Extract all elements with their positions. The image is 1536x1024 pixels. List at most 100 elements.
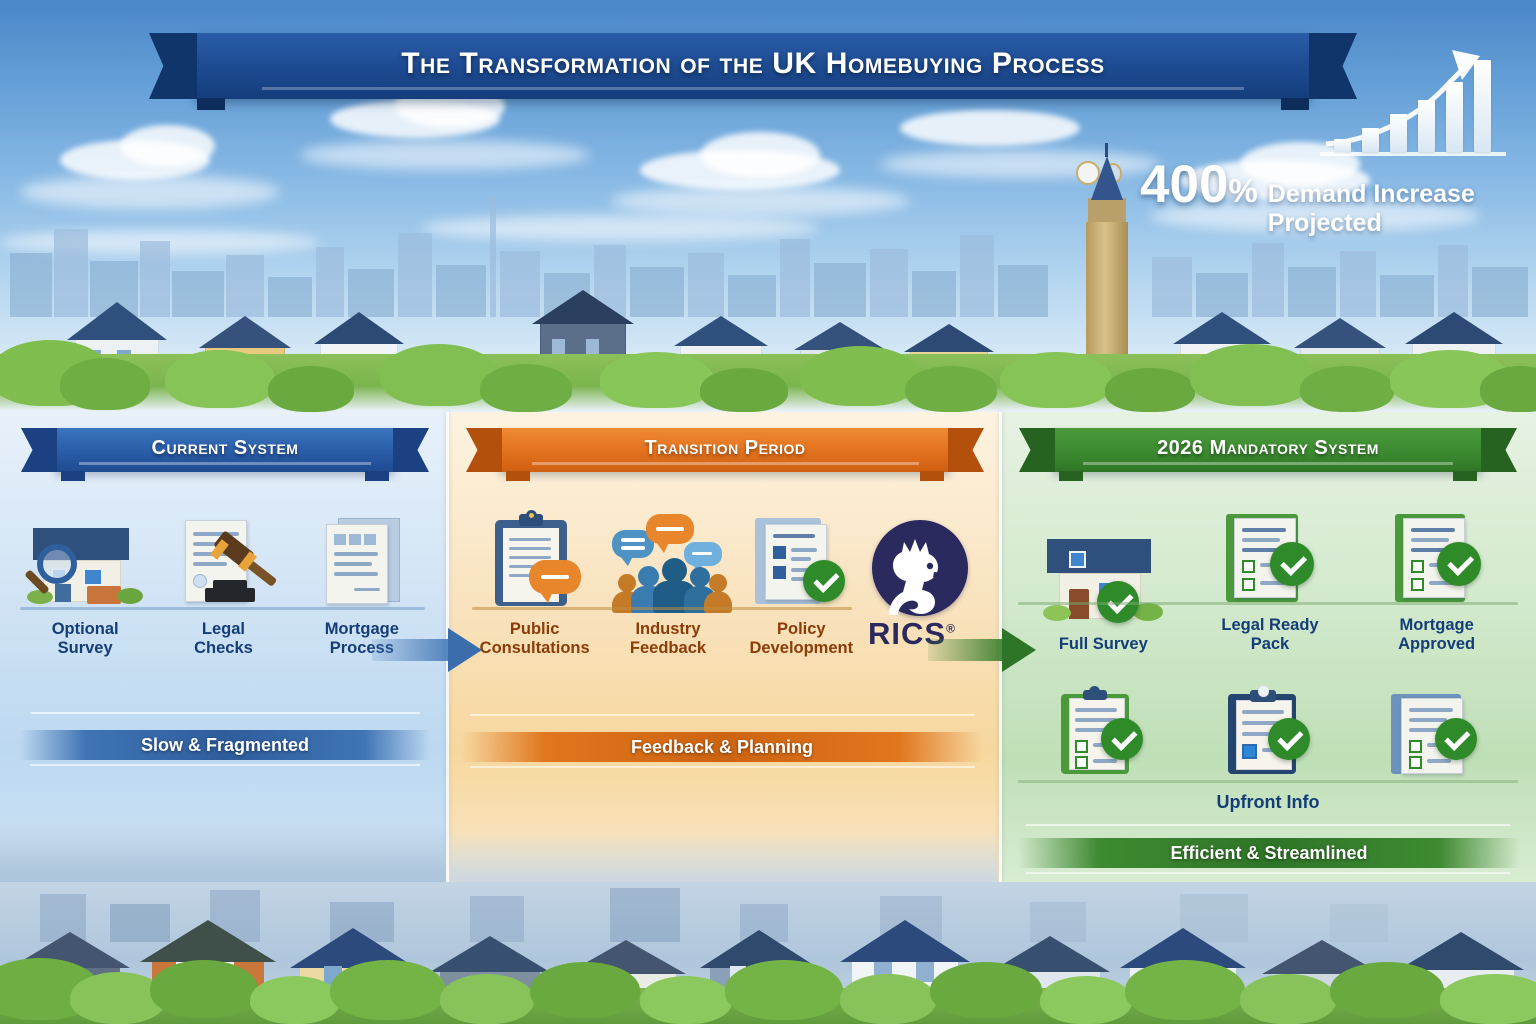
ribbon-foot-right [1281, 98, 1309, 110]
step-label: Mortgage Approved [1398, 616, 1475, 654]
step-legal-ready-pack[interactable]: Legal Ready Pack [1205, 508, 1335, 654]
stat-number: 400% [1140, 158, 1258, 211]
step-documents-check[interactable] [1372, 690, 1502, 776]
banner-transition-period: Transition Period [466, 428, 984, 481]
step-label-line1: Optional [51, 620, 119, 638]
rics-logo: RICS® [862, 520, 982, 651]
check-icon [803, 560, 846, 602]
footer-housing-scene [0, 882, 1536, 1024]
status-label: Efficient & Streamlined [1170, 842, 1368, 863]
rics-lion-crest-icon [872, 520, 968, 616]
step-clipboard-blue[interactable] [1205, 686, 1335, 776]
step-legal-checks[interactable]: Legal Checks [158, 512, 288, 658]
panel-transition-period [448, 412, 1000, 882]
hairline-right-top [1026, 824, 1510, 826]
chart-baseline [1320, 152, 1506, 156]
check-icon [1436, 542, 1481, 586]
stat-label-line2: Projected [1267, 208, 1382, 237]
step-label-line2: Feedback [629, 639, 707, 658]
hairline-mid-bottom [470, 766, 975, 768]
check-icon [1101, 718, 1144, 760]
step-label-line2: Survey [57, 639, 113, 658]
step-label-line2: Checks [194, 639, 253, 658]
banner-accent-line [531, 462, 919, 465]
shelf-line-right-bottom [1018, 780, 1518, 783]
check-icon [1434, 718, 1477, 760]
status-2026-mandatory-system: Efficient & Streamlined [1018, 838, 1520, 868]
panel-2026-mandatory-system [1000, 412, 1536, 882]
steps-current-system: Optional Survey [16, 512, 431, 658]
step-label-line2: Approved [1398, 635, 1476, 654]
shelf-line-mid [472, 607, 852, 610]
banner-foot-right [920, 471, 944, 481]
step-full-survey[interactable]: Full Survey [1038, 527, 1168, 654]
step-policy-development[interactable]: Policy Development [736, 512, 866, 658]
page-title: The Transformation of the UK Homebuying … [401, 47, 1105, 80]
house-with-check-icon [1043, 527, 1164, 625]
step-mortgage-process[interactable]: Mortgage Process [297, 512, 427, 658]
step-label: Legal Checks [194, 620, 253, 658]
step-label-line1: Legal [201, 620, 246, 638]
banner-foot-right [365, 471, 389, 481]
step-label-line1: Policy [777, 620, 826, 638]
step-label-line1: Legal Ready [1221, 616, 1319, 634]
step-public-consultations[interactable]: Public Consultations [470, 510, 600, 658]
people-with-speech-bubbles-icon [608, 512, 732, 613]
steps-2026-mandatory-system: Full Survey [1020, 508, 1520, 654]
step-label-line1: Mortgage [324, 620, 399, 638]
banner-label-current-system: Current System [151, 437, 299, 459]
step-label-line2: Consultations [479, 639, 590, 658]
step-label: Full Survey [1059, 635, 1148, 654]
shelf-line-right-top [1018, 602, 1518, 605]
demand-growth-chart [1320, 40, 1510, 160]
step-optional-survey[interactable]: Optional Survey [20, 512, 150, 658]
status-label: Feedback & Planning [630, 736, 814, 757]
demand-stat-callout: 400% Demand Increase Projected [1140, 158, 1530, 237]
banner-accent-line [78, 462, 372, 465]
checklist-clipboard-check-icon [1043, 686, 1163, 776]
step-label: Industry Feedback [630, 620, 706, 658]
steps-row2-2026 [1020, 686, 1520, 776]
arrow-transition-to-2026 [928, 628, 1036, 672]
clipboard-blue-check-icon [1210, 686, 1330, 776]
step-label-line1: Public [509, 620, 560, 638]
ribbon-foot-left [197, 98, 225, 110]
step-label-line1: Mortgage [1399, 616, 1474, 634]
step-label: Legal Ready Pack [1221, 616, 1318, 654]
mortgage-doc-with-check-icon [1377, 508, 1497, 606]
hairline-mid-top [470, 714, 975, 716]
banner-foot-left [1059, 471, 1083, 481]
step-label: Public Consultations [480, 620, 590, 658]
legal-pack-with-check-icon [1210, 508, 1330, 606]
shelf-line-left [20, 607, 425, 610]
document-with-gavel-icon [163, 512, 283, 610]
status-label: Slow & Fragmented [140, 734, 310, 755]
clipboard-with-speech-bubble-icon [475, 510, 595, 610]
hairline-left-bottom [30, 764, 420, 766]
step-mortgage-approved[interactable]: Mortgage Approved [1372, 508, 1502, 654]
stat-label-line1: Demand Increase [1267, 180, 1475, 208]
documents-check-icon [1377, 690, 1497, 776]
banner-label-transition-period: Transition Period [644, 437, 806, 459]
stat-number-value: 400 [1140, 155, 1229, 214]
title-banner: The Transformation of the UK Homebuying … [149, 33, 1357, 110]
house-with-magnifier-icon [24, 512, 145, 610]
banner-foot-left [61, 471, 85, 481]
hairline-left-top [30, 712, 420, 714]
footer-trees [0, 952, 1536, 1024]
banner-current-system: Current System [21, 428, 429, 481]
banner-label-2026-mandatory-system: 2026 Mandatory System [1157, 437, 1379, 459]
banner-foot-left [506, 471, 530, 481]
step-checklist-clipboard[interactable] [1038, 686, 1168, 776]
step-industry-feedback[interactable]: Industry Feedback [603, 512, 733, 658]
arrow-current-to-transition [372, 628, 482, 672]
banner-accent-line [1083, 462, 1453, 465]
hairline-right-bottom [1026, 872, 1510, 874]
steps-transition-period: Public Consultations [468, 510, 868, 658]
check-icon [1267, 718, 1310, 760]
status-current-system: Slow & Fragmented [20, 730, 430, 760]
step-label: Optional Survey [52, 620, 119, 658]
document-with-check-icon [741, 512, 861, 610]
step-label-line1: Full Survey [1058, 635, 1148, 654]
